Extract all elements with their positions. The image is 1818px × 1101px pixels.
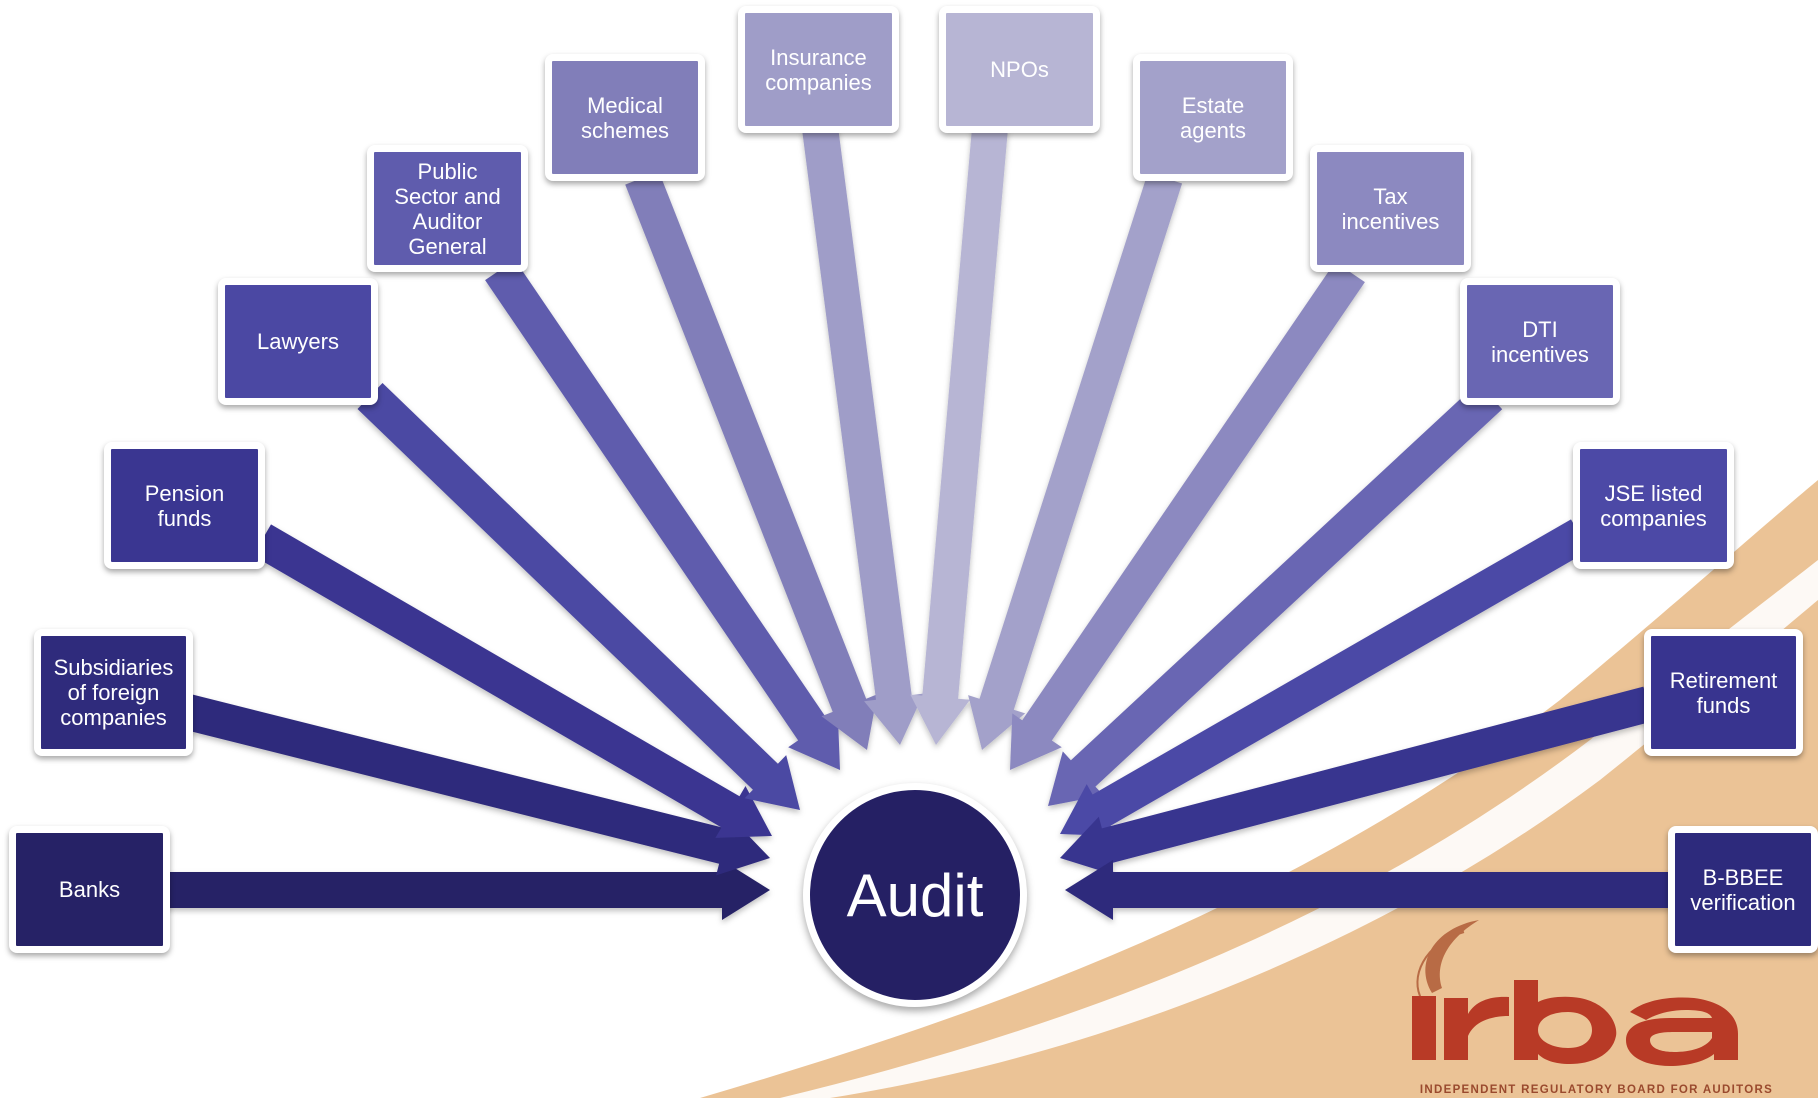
arrow-banks [165, 860, 770, 920]
box-pension-label: Pension funds [144, 480, 225, 531]
arrow-dti [1048, 382, 1503, 806]
box-bbbee-label: B-BBEE verification [1690, 864, 1796, 915]
box-insurance-label: Insurance companies [765, 44, 872, 95]
box-npos: NPOs [939, 6, 1100, 133]
box-tax-label: Tax incentives [1341, 183, 1440, 234]
arrow-jse [1060, 519, 1589, 837]
arrow-medical [625, 171, 878, 750]
arrow-retirement [1060, 686, 1653, 875]
box-dti-label: DTI incentives [1491, 316, 1589, 367]
arrow-public-sector [485, 259, 840, 770]
box-lawyers-label: Lawyers [257, 329, 339, 354]
arrow-subsidiaries [183, 694, 771, 876]
box-estate-label: Estate agents [1179, 92, 1247, 143]
box-tax-incentives: Tax incentives [1310, 145, 1471, 272]
box-banks: Banks [9, 826, 170, 953]
arrow-tax [1010, 261, 1365, 770]
box-jse-listed-companies: JSE listed companies [1573, 442, 1734, 569]
logo-tagline: INDEPENDENT REGULATORY BOARD FOR AUDITOR… [1419, 1084, 1774, 1096]
box-pension-funds: Pension funds [104, 442, 265, 569]
irba-logo: INDEPENDENT REGULATORY BOARD FOR AUDITOR… [1394, 918, 1799, 1096]
box-insurance-companies: Insurance companies [738, 6, 899, 133]
box-b-bbee-verification: B-BBEE verification [1668, 826, 1818, 953]
box-jse-label: JSE listed companies [1600, 480, 1707, 531]
arrow-estate [968, 172, 1183, 750]
box-public-sector-and-auditor-general: Public Sector and Auditor General [367, 145, 528, 272]
irba-logo-mark [1412, 920, 1738, 1066]
box-subsidiaries-of-foreign-companies: Subsidiaries of foreign companies [34, 629, 193, 756]
arrow-npos [910, 126, 1008, 745]
box-npos-label: NPOs [990, 57, 1049, 82]
box-banks-label: Banks [58, 877, 121, 902]
arrow-pension [253, 524, 772, 838]
box-public-sector-label: Public Sector and Auditor General [394, 158, 501, 259]
box-estate-agents: Estate agents [1133, 54, 1293, 181]
audit-label: Audit [846, 861, 984, 929]
box-retirement-label: Retirement funds [1669, 667, 1778, 718]
arrow-lawyers [357, 383, 800, 810]
arrow-bbbee [1065, 860, 1672, 920]
box-subsidiaries-label: Subsidiaries of foreign companies [53, 655, 174, 730]
box-dti-incentives: DTI incentives [1460, 278, 1620, 405]
box-medical-schemes: Medical schemes [545, 54, 705, 181]
box-lawyers: Lawyers [218, 278, 378, 405]
box-retirement-funds: Retirement funds [1644, 629, 1803, 756]
audit-center-circle: Audit [803, 783, 1027, 1007]
arrow-insurance [802, 125, 924, 745]
box-medical-label: Medical schemes [580, 92, 670, 143]
